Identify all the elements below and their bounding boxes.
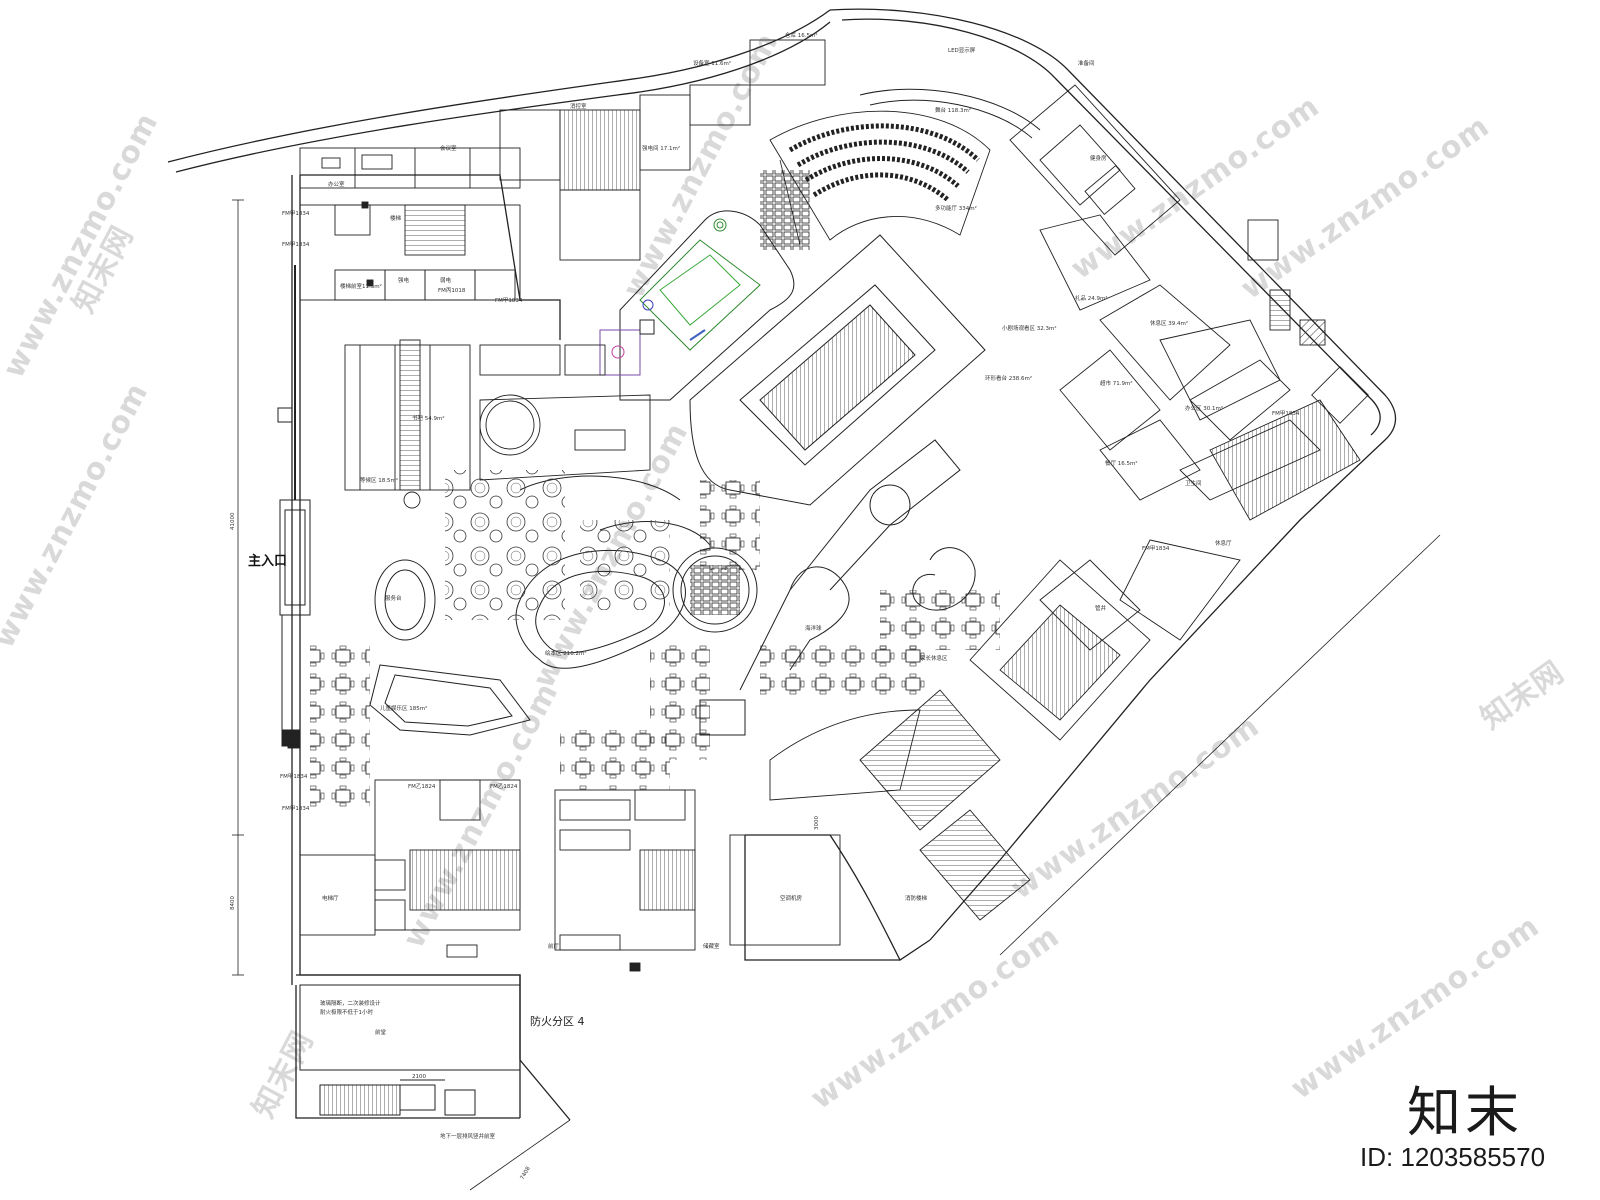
note-line: 玻璃隔断，二次装修设计 (320, 999, 381, 1007)
main-entrance-label: 主入口 (248, 553, 287, 569)
room-label: 绘本区 216.2m² (545, 649, 587, 657)
room-label: 消防楼梯 (905, 894, 928, 902)
cafe-tables (700, 480, 760, 570)
room-label: LED显示屏 (948, 47, 976, 54)
room-label: 准备间 (1078, 59, 1095, 67)
room-label: 消控室 (570, 102, 587, 110)
watermark-text: www.znzmo.com (396, 677, 565, 954)
room-label: 儿童娱乐区 185m² (380, 704, 427, 712)
dim-left-top: 41000 (230, 512, 236, 530)
room-label: 空调机房 (780, 894, 803, 902)
room-label: 楼梯 (390, 214, 402, 222)
landscape-trees (445, 470, 565, 620)
note-line: 耐火极限不低于1小时 (320, 1008, 373, 1016)
room-label: 家长休息区 (920, 654, 948, 662)
dimension-label: 2100 (412, 1074, 426, 1080)
watermark-text: www.znzmo.com (805, 919, 1067, 1117)
fire-zone-block (299, 984, 521, 1116)
door-tag: FM甲1834 (282, 805, 310, 812)
dimension-label: 3000 (814, 816, 820, 830)
cafe-tables (310, 640, 370, 810)
right-wing-rooms (1009, 84, 1369, 641)
room-label: 办公区 30.1m² (1185, 404, 1223, 412)
door-tag: FM甲1834 (280, 773, 308, 780)
watermark-text: www.znzmo.com (0, 377, 155, 654)
right-dimension (999, 534, 1441, 956)
lower-right-block (769, 559, 1151, 921)
door-tag: FM乙1824 (408, 783, 436, 790)
door-tag: FM乙1824 (490, 783, 518, 790)
room-label: 健身房 (1090, 154, 1107, 162)
escalator-atrium (689, 234, 986, 506)
landscape-trees (580, 520, 670, 610)
room-label: 楼梯前室11.3m² (340, 282, 382, 290)
door-tag: FM甲1834 (1272, 410, 1300, 417)
door-tag: FM甲1834 (495, 297, 523, 304)
room-label: 超市 71.9m² (1100, 379, 1133, 387)
left-play-area (344, 339, 651, 509)
watermark-brand: 知末网 (246, 1025, 321, 1124)
brand-logo: 知末 (1407, 1081, 1523, 1144)
room-label: 前厅 (548, 942, 560, 950)
room-label: 会议室 (440, 144, 457, 152)
room-label: 等候区 18.5m² (360, 476, 398, 484)
bottom-service-core (287, 729, 841, 972)
left-dimensions (232, 199, 244, 976)
room-label: 海洋球 (805, 624, 822, 632)
watermark-brand: 知末网 (1475, 655, 1571, 737)
watermark-text: www.znzmo.com (0, 107, 165, 384)
entrance-doors (277, 265, 311, 747)
bottom-dimension (469, 1119, 571, 1191)
door-tag: FM甲1834 (282, 241, 310, 248)
brand-id: ID: 1203585570 (1360, 1142, 1546, 1172)
door-tag: FM丙1018 (438, 287, 466, 294)
room-label: 礼品 24.9m² (1075, 294, 1108, 302)
room-label: 储藏室 (703, 942, 720, 950)
room-label: 办公室 (328, 180, 345, 188)
room-label: 环形看台 238.6m² (985, 374, 1032, 382)
room-label: 强电 (398, 276, 410, 284)
note-line: 前堂 (375, 1028, 387, 1036)
cafe-tables (880, 590, 1000, 650)
room-label: 弱电 (440, 276, 452, 284)
room-label: 仓库 16.5m² (785, 31, 818, 39)
room-label: 卫生间 (1185, 479, 1202, 487)
dimension-label: 7408 (520, 1165, 532, 1181)
door-tag: FM甲1834 (282, 210, 310, 217)
room-label: 多功能厅 334m² (935, 204, 977, 212)
room-label: 书吧 54.9m² (412, 414, 445, 422)
playground-structure (599, 210, 795, 401)
stair-note: 地下一层排风竖井前室 (440, 1132, 496, 1140)
watermark-text: www.znzmo.com (616, 27, 785, 304)
room-label: 管井 (1095, 604, 1107, 612)
ramp-path (699, 439, 976, 736)
room-label: 餐厅 16.5m² (1105, 459, 1138, 467)
top-left-rooms (299, 39, 826, 301)
dim-left-bottom: 8400 (230, 896, 236, 910)
room-label: 休息区 39.4m² (1150, 319, 1188, 327)
theater-seating (760, 88, 1041, 250)
door-tag: FM甲1834 (1142, 545, 1170, 552)
room-label: 服务台 (385, 594, 402, 602)
room-label: 设备室 11.6m² (693, 59, 731, 67)
room-label: 小剧场观看区 32.3m² (1002, 324, 1057, 332)
room-label: 强电间 17.1m² (642, 144, 680, 152)
room-label: 电梯厅 (322, 894, 339, 902)
room-label: 休息厅 (1215, 539, 1232, 547)
fire-zone-label: 防火分区 4 (530, 1014, 585, 1028)
central-play-zones (369, 475, 758, 736)
room-label: 舞台 118.3m² (935, 106, 971, 114)
